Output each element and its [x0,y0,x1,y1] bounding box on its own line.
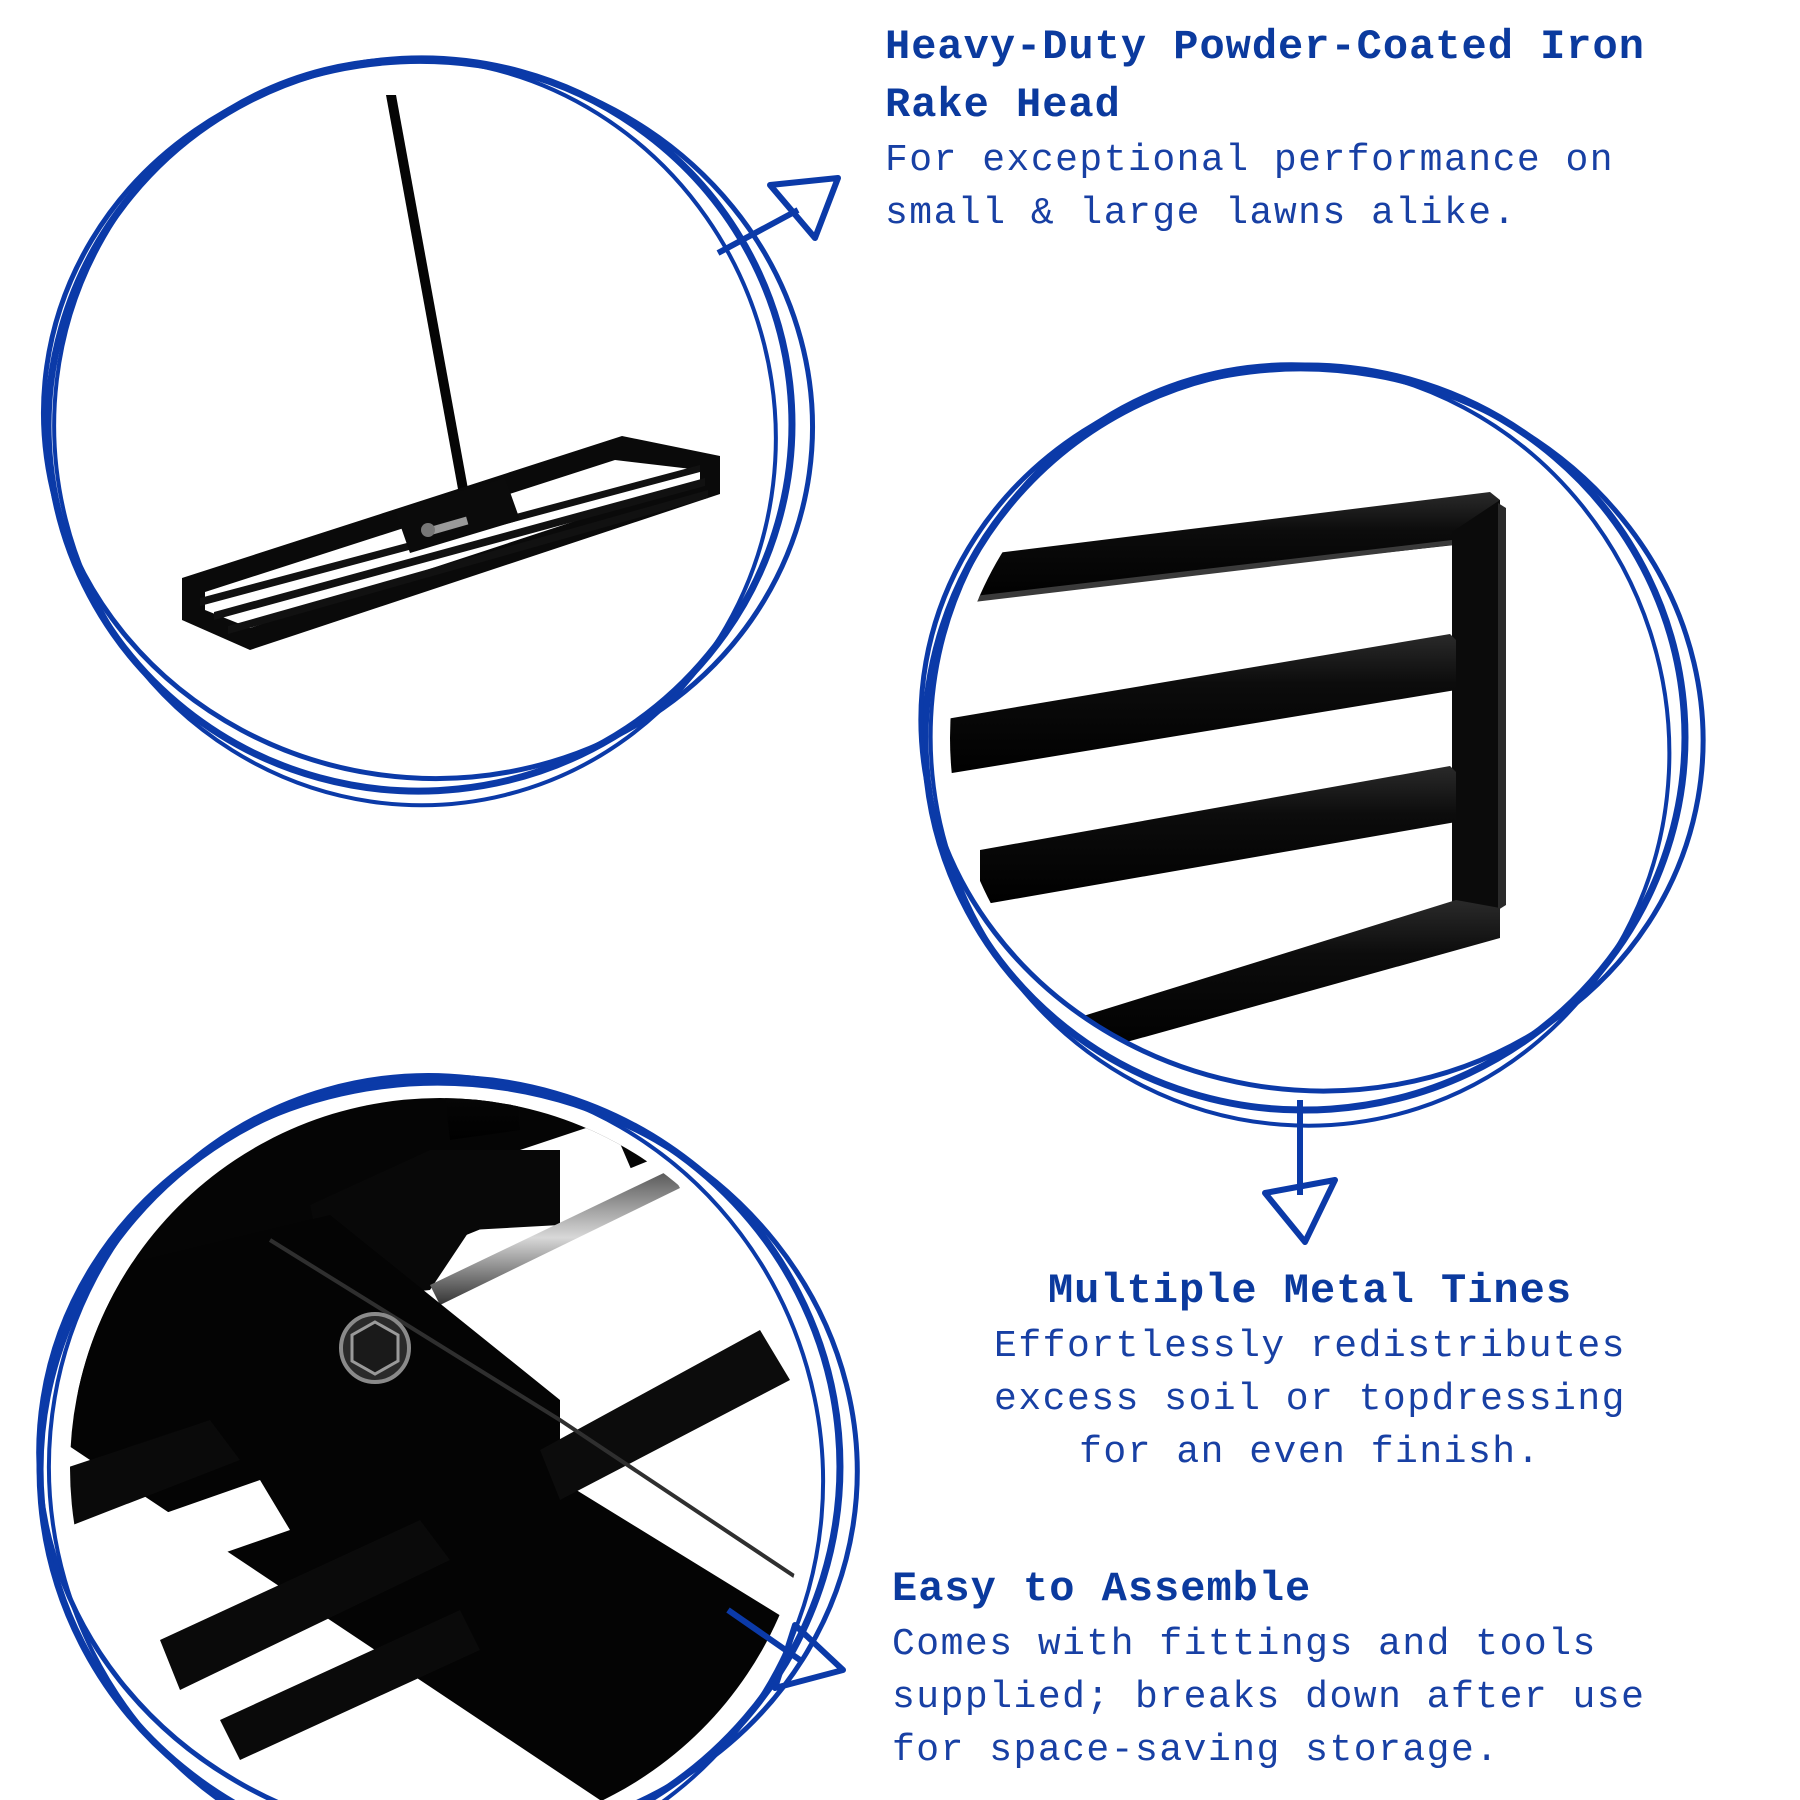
feature-title: Heavy-Duty Powder-Coated Iron Rake Head [885,18,1785,134]
feature-description: Effortlessly redistributes excess soil o… [930,1320,1690,1479]
feature-title-line: Heavy-Duty Powder-Coated Iron [885,23,1645,71]
ring-3 [36,1073,860,1800]
feature-body-line: For exceptional performance on [885,139,1615,182]
feature-title-line: Rake Head [885,81,1121,129]
feature-easy-assembly: Easy to Assemble Comes with fittings and… [892,1560,1792,1777]
feature-body-line: excess soil or topdressing [994,1378,1626,1421]
feature-body-line: Effortlessly redistributes [994,1325,1626,1368]
ring-1 [41,55,815,808]
feature-metal-tines: Multiple Metal Tines Effortlessly redist… [930,1262,1690,1479]
feature-body-line: for an even finish. [1079,1431,1541,1474]
feature-body-line: supplied; breaks down after use [892,1676,1646,1719]
arrow-1-icon [716,175,841,256]
feature-description: Comes with fittings and tools supplied; … [892,1618,1792,1777]
ring-2 [918,362,1706,1128]
feature-rake-head: Heavy-Duty Powder-Coated Iron Rake Head … [885,18,1785,240]
feature-title: Easy to Assemble [892,1565,1312,1613]
feature-title: Multiple Metal Tines [1047,1267,1573,1315]
feature-body-line: for space-saving storage. [892,1729,1500,1772]
arrow-3-icon [726,1607,846,1691]
feature-body-line: small & large lawns alike. [885,192,1517,235]
bracket-closeup-image [70,1098,810,1800]
arrow-2-icon [1262,1100,1338,1245]
tines-closeup-image [950,492,1506,1055]
rake-overview-image [182,95,720,650]
feature-body-line: Comes with fittings and tools [892,1623,1597,1666]
feature-description: For exceptional performance on small & l… [885,134,1785,240]
bolt-icon [339,1312,411,1384]
